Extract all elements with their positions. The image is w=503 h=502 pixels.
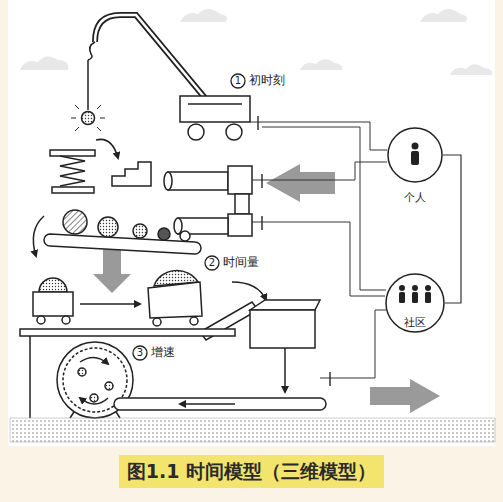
ground-band [10, 418, 495, 442]
part-label: 时间量 [223, 255, 259, 269]
hamster-wheel [20, 329, 326, 418]
figure-caption: 图1.1 时间模型（三维模型） [119, 455, 384, 488]
circle-outline [386, 274, 444, 332]
panel-ground [8, 0, 495, 446]
crane [71, 15, 250, 140]
clouds [20, 9, 492, 75]
part-label: 增速 [151, 345, 175, 359]
person-icons [399, 143, 431, 304]
belt-balls [33, 210, 201, 256]
circle-node: 社区 [385, 273, 445, 333]
callout-number: 2 [209, 257, 215, 269]
flow-arrows [93, 164, 440, 413]
part-label: 初时刻 [249, 73, 285, 87]
callout-number: 3 [137, 347, 143, 359]
node-label: 个人 [404, 191, 426, 204]
connector-line [443, 155, 461, 303]
caption-row: 图1.1 时间模型（三维模型） [0, 455, 503, 488]
wires [250, 116, 387, 386]
circle-node: 个人 [387, 127, 443, 209]
node-label: 社区 [404, 316, 426, 329]
spring-stairs-pipes [50, 139, 252, 236]
callout-number: 1 [235, 75, 241, 87]
circle-outline [388, 128, 442, 182]
